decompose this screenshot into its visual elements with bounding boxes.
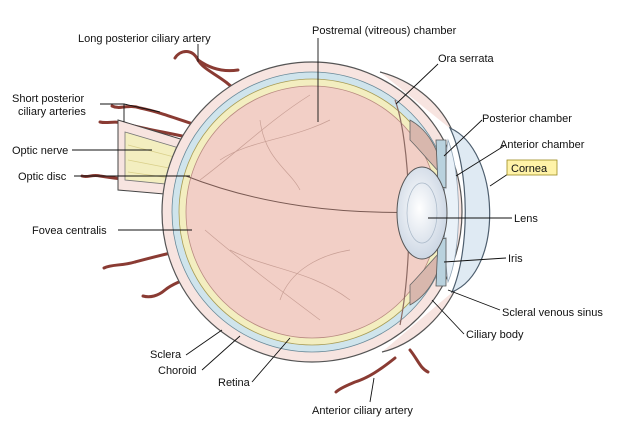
leader-ora-serrata — [395, 63, 439, 105]
label-lens: Lens — [514, 213, 538, 225]
leader-ciliary-body — [431, 299, 465, 335]
leader-choroid — [201, 335, 241, 371]
label-choroid: Choroid — [158, 365, 197, 377]
leader-posterior-chamber — [443, 119, 483, 157]
label-cornea: Cornea — [511, 163, 548, 175]
retinal-vessels — [199, 94, 351, 321]
lens-shape — [396, 166, 448, 260]
label-ora-serrata: Ora serrata — [438, 53, 495, 65]
label-scleral-venous-sinus: Scleral venous sinus — [502, 307, 603, 319]
cornea-highlight-box — [506, 159, 558, 176]
label-short-posterior-ciliary-2: ciliary arteries — [18, 106, 86, 118]
label-iris: Iris — [508, 253, 523, 265]
label-ciliary-body: Ciliary body — [466, 329, 524, 341]
iris-upper — [435, 139, 447, 189]
long-posterior-ciliary-artery-vessel-2 — [196, 58, 240, 73]
label-fovea-centralis: Fovea centralis — [32, 225, 107, 237]
anterior-ciliary-vessel — [334, 356, 397, 394]
label-retina: Retina — [218, 377, 251, 389]
leader-iris — [443, 257, 507, 263]
eyeball — [161, 61, 463, 363]
label-anterior-ciliary-artery: Anterior ciliary artery — [312, 405, 413, 417]
label-postremal-chamber: Postremal (vitreous) chamber — [312, 25, 457, 37]
label-posterior-chamber: Posterior chamber — [482, 113, 572, 125]
labels: Long posterior ciliary artery Postremal … — [12, 25, 603, 417]
leader-short-posterior-ciliary-2 — [123, 103, 161, 113]
label-optic-nerve: Optic nerve — [12, 145, 68, 157]
label-sclera: Sclera — [150, 349, 182, 361]
label-optic-disc: Optic disc — [18, 171, 67, 183]
leader-cornea — [489, 173, 509, 187]
leader-sclera — [185, 329, 223, 356]
leader-retina — [251, 337, 291, 383]
iris-lower — [435, 237, 447, 287]
leader-anterior-chamber — [455, 145, 505, 177]
anterior-ciliary-vessel-2 — [408, 348, 430, 374]
lens-nucleus — [406, 182, 438, 244]
leader-lines — [72, 38, 512, 403]
label-anterior-chamber: Anterior chamber — [500, 139, 585, 151]
leader-scleral-venous-sinus — [447, 289, 501, 311]
label-short-posterior-ciliary-1: Short posterior — [12, 93, 84, 105]
label-long-posterior-ciliary-artery: Long posterior ciliary artery — [78, 33, 211, 45]
leader-anterior-ciliary-artery — [369, 377, 375, 403]
scleral-front-upper — [379, 71, 453, 131]
